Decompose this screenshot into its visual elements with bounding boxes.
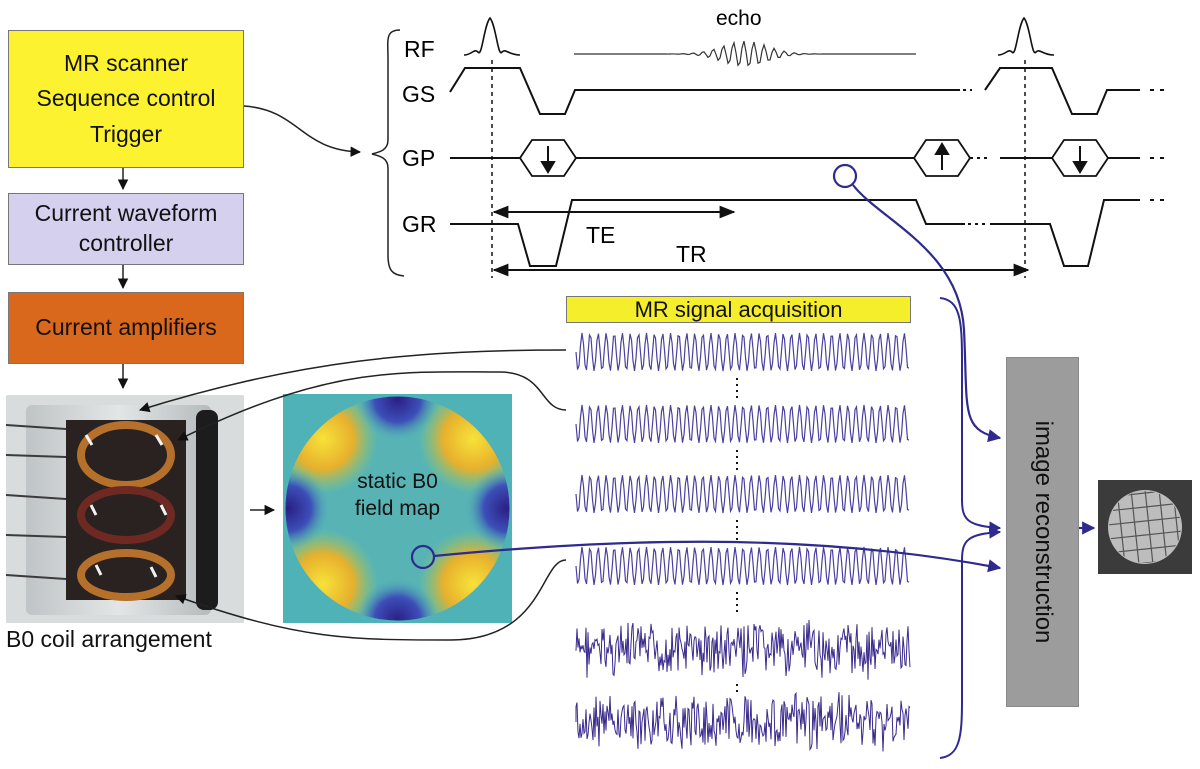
sample-point-icon (832, 163, 858, 189)
scanner-label-2: Sequence control (36, 85, 216, 112)
amplifiers-block: Current amplifiers (8, 292, 244, 364)
waveform-controller-block: Current waveform controller (8, 193, 244, 265)
reconstruction-block (1006, 357, 1079, 707)
coil-caption: B0 coil arrangement (6, 626, 212, 652)
connector-scanner-to-sequence (243, 105, 362, 157)
sequence-brace (371, 29, 405, 277)
field-map-caption: static B0 field map (283, 468, 512, 523)
amplifiers-label: Current amplifiers (35, 314, 217, 341)
connector-fieldmap-to-recon (433, 540, 1002, 573)
waveform-label-2: controller (78, 230, 174, 256)
row-label-gs: GS (402, 81, 435, 107)
gs-waveform (449, 67, 960, 115)
up-arrow-icon (934, 142, 950, 170)
down-arrow-icon (1072, 146, 1088, 174)
noise-trace-2 (575, 691, 911, 752)
sinusoid-trace-2 (575, 404, 910, 444)
sinusoid-trace-1 (575, 332, 910, 372)
connector-signal4-to-coil (175, 559, 567, 641)
coil-photo (6, 395, 244, 623)
field-map-label-1: static B0 (357, 470, 438, 493)
gr-waveform (450, 199, 965, 267)
signal-acquisition-header: MR signal acquisition (566, 296, 911, 323)
scanner-block: MR scanner Sequence control Trigger (8, 30, 244, 168)
reconstructed-image (1098, 480, 1192, 574)
connector-signal2-to-coil (177, 371, 567, 441)
connector-gp-to-recon (852, 184, 1002, 443)
noise-trace-1 (575, 619, 911, 680)
waveform-label-1: Current waveform (34, 200, 218, 227)
row-label-gr: GR (402, 211, 437, 237)
te-label: TE (586, 222, 615, 248)
scanner-label-1: MR scanner (64, 49, 188, 76)
row-label-gp: GP (402, 145, 435, 171)
row-label-rf: RF (404, 36, 435, 62)
rf-waveform (463, 16, 1055, 56)
sample-point-icon (410, 544, 436, 570)
signal-traces (575, 332, 911, 752)
b0-field-map (283, 394, 512, 623)
echo-label: echo (716, 7, 762, 30)
signal-acquisition-label: MR signal acquisition (634, 296, 843, 322)
tr-label: TR (676, 241, 707, 267)
connector-signal1-to-coil (138, 349, 567, 413)
sinusoid-trace-3 (575, 474, 910, 514)
scanner-label-3: Trigger (90, 120, 162, 147)
sinusoid-trace-4 (575, 546, 910, 586)
down-arrow-icon (540, 146, 556, 174)
echo-signal (574, 40, 916, 67)
field-map-label-2: field map (354, 497, 441, 521)
